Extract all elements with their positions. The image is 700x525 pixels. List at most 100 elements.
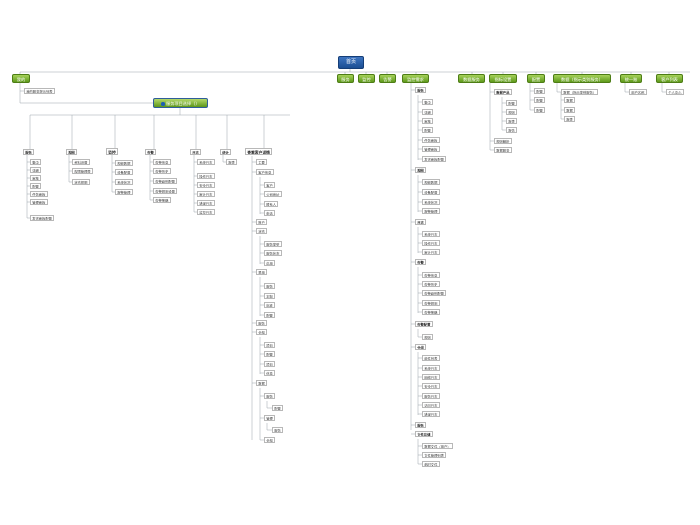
mid-group-1-item[interactable]: 配置 [422, 127, 433, 133]
mid-group-2-item[interactable]: 设备配置 [422, 189, 440, 195]
mid-group-8-item[interactable]: 临时文件 [422, 461, 440, 467]
left-group-2-item[interactable]: 状态视图 [72, 179, 90, 185]
detail-item[interactable]: 主要 [256, 159, 267, 165]
detail-item[interactable]: 服务 [272, 427, 283, 433]
mid-group-1-title[interactable]: 服务 [415, 87, 426, 93]
detail-item[interactable]: 项目 [264, 361, 275, 367]
mid-group-4-title[interactable]: 告警 [415, 259, 426, 265]
data-category-item[interactable]: 数据（指示类别服务） [561, 89, 599, 95]
data-category-sub[interactable]: 数据 [564, 107, 575, 113]
left-group-2-title[interactable]: 视图 [66, 149, 77, 155]
data-service-item[interactable]: 数据产品 [494, 89, 512, 95]
detail-item[interactable]: 客户信息 [256, 169, 274, 175]
top-button-data-service[interactable]: 数据服务 [458, 74, 485, 83]
top-button-data-category[interactable]: 数据（指示类别服务） [553, 74, 611, 83]
selected-service-node[interactable]: 服务项目选择（） [153, 98, 208, 108]
detail-item[interactable]: 管理 [264, 415, 275, 421]
left-group-1-item[interactable]: 配置 [30, 183, 41, 189]
mid-group-2-item[interactable]: 报警管理 [422, 208, 440, 214]
mid-group-4-item[interactable]: 告警历史 [422, 281, 440, 287]
left-group-6-title[interactable]: 统计 [220, 149, 231, 155]
mid-group-6-title[interactable]: 分组 [415, 344, 426, 350]
detail-item[interactable]: 配置 [264, 312, 275, 318]
mid-group-5-item[interactable]: 规则 [422, 334, 433, 340]
top-button-monitor-demand[interactable]: 监控需求 [402, 74, 429, 83]
detail-item[interactable]: 状态 [256, 228, 267, 234]
left-group-3-item[interactable]: 设备配置 [115, 169, 133, 175]
unified-item[interactable]: 用户名称 [629, 89, 647, 95]
root-node[interactable]: 首页 [338, 56, 364, 69]
detail-item[interactable]: 项目 [264, 342, 275, 348]
detail-title[interactable]: 查看客户详情 [245, 148, 273, 155]
left-group-2-item[interactable]: 资料设置 [72, 159, 90, 165]
left-group-3-item[interactable]: 报警管理 [115, 189, 133, 195]
mid-group-4-item[interactable]: 告警策略 [422, 309, 440, 315]
data-service-sub[interactable]: 报告 [506, 127, 517, 133]
mid-group-4-item[interactable]: 告警信息 [422, 272, 440, 278]
mid-group-1-item[interactable]: 审核 [422, 118, 433, 124]
left-group-5-item[interactable]: 错误日志 [197, 200, 215, 206]
customer-item[interactable]: 个人中心 [666, 89, 684, 95]
detail-item[interactable]: 定制 [264, 293, 275, 299]
left-group-1-item[interactable]: 管理面板 [30, 199, 48, 205]
mid-group-6-item[interactable]: 组件列表 [422, 355, 440, 361]
left-group-5-item[interactable]: 监控日志 [197, 209, 215, 215]
mid-group-6-item[interactable]: 访问日志 [422, 402, 440, 408]
left-group-1-item[interactable]: 发送面板配置 [30, 215, 55, 221]
left-group-1-item[interactable]: 集中 [30, 159, 41, 165]
mid-group-6-item[interactable]: 网络日志 [422, 374, 440, 380]
mid-group-2-title[interactable]: 视图 [415, 167, 426, 173]
left-group-3-item[interactable]: 系统状况 [115, 179, 133, 185]
left-group-4-item[interactable]: 告警历史 [153, 168, 171, 174]
data-service-sub[interactable]: 报表 [506, 118, 517, 124]
detail-item[interactable]: 服务 [256, 320, 267, 326]
detail-item[interactable]: 配置 [264, 351, 275, 357]
left-group-1-item[interactable]: 审核 [30, 175, 41, 181]
mid-group-8-title[interactable]: 文件存储 [415, 431, 433, 437]
detail-item[interactable]: 数据 [256, 380, 267, 386]
top-button-customer-list[interactable]: 客户列表 [656, 74, 683, 83]
left-group-4-item[interactable]: 告警级别配置 [153, 178, 178, 184]
detail-item[interactable]: 服务状态 [264, 250, 282, 256]
mid-group-6-item[interactable]: 错误日志 [422, 411, 440, 417]
left-group-4-item[interactable]: 告警规则设置 [153, 188, 178, 194]
mid-group-4-item[interactable]: 告警规则 [422, 300, 440, 306]
mid-group-3-item[interactable]: 审计日志 [422, 249, 440, 255]
mid-group-6-item[interactable]: 系统日志 [422, 365, 440, 371]
mid-group-8-item[interactable]: 数据文件（用户） [422, 443, 453, 449]
mid-group-8-item[interactable]: 文件管理列表 [422, 452, 447, 458]
mid-group-2-item[interactable]: 视频数据 [422, 179, 440, 185]
left-group-6-item[interactable]: 报表 [226, 159, 237, 165]
detail-item[interactable]: 服务 [264, 393, 275, 399]
detail-item[interactable]: 服务类型 [264, 241, 282, 247]
mid-group-1-item[interactable]: 集中 [422, 99, 433, 105]
top-button-config[interactable]: 配置 [527, 74, 545, 83]
left-group-5-item[interactable]: 审计日志 [197, 191, 215, 197]
left-group-1-title[interactable]: 服务 [23, 149, 34, 155]
left-group-2-item[interactable]: 权限管理表 [72, 168, 93, 174]
detail-item[interactable]: 信息 [264, 370, 275, 376]
detail-item[interactable]: 标准 [264, 302, 275, 308]
top-button-unified[interactable]: 统一账 [620, 74, 642, 83]
config-item[interactable]: 配置 [534, 97, 545, 103]
detail-item[interactable]: 电话 [264, 210, 275, 216]
mid-group-1-item[interactable]: 详细 [422, 109, 433, 115]
left-group-4-item[interactable]: 告警策略 [153, 197, 171, 203]
data-service-item[interactable]: 数据服务 [494, 147, 512, 153]
left-group-4-item[interactable]: 告警信息 [153, 159, 171, 165]
config-item[interactable]: 配置 [534, 88, 545, 94]
mid-group-2-item[interactable]: 系统状况 [422, 199, 440, 205]
my-list-node[interactable]: 我的服务提示列表 [24, 88, 55, 94]
left-group-5-item[interactable]: 系统日志 [197, 159, 215, 165]
mid-group-4-item[interactable]: 告警级别配置 [422, 290, 447, 296]
data-category-sub[interactable]: 报表 [564, 116, 575, 122]
left-group-5-item[interactable]: 操作日志 [197, 173, 215, 179]
left-group-5-title[interactable]: 日志 [190, 149, 201, 155]
data-service-sub[interactable]: 规则 [506, 109, 517, 115]
detail-item[interactable]: 禁用 [256, 269, 267, 275]
mid-group-3-item[interactable]: 系统日志 [422, 231, 440, 237]
detail-item[interactable]: 全部 [264, 437, 275, 443]
detail-item[interactable]: 客户 [264, 182, 275, 188]
mid-group-7-title[interactable]: 服务 [415, 422, 426, 428]
left-group-3-title[interactable]: 监控 [106, 148, 118, 155]
